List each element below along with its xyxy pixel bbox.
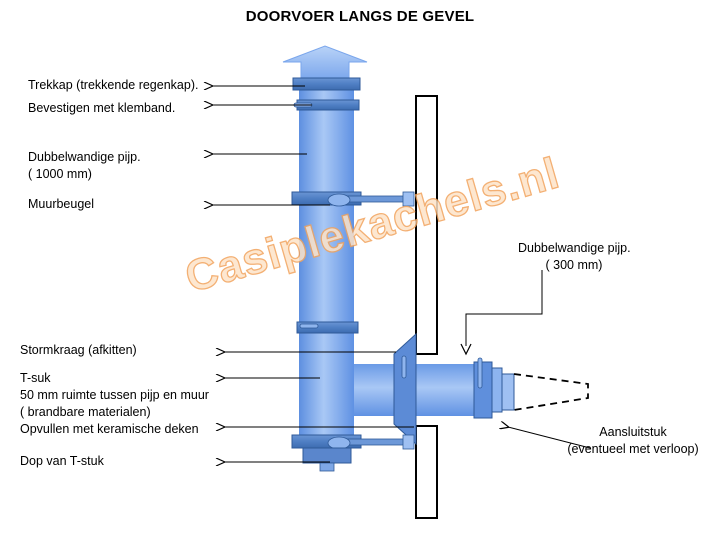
label-tsuk-line1: T-suk [20,371,51,385]
wall-upper [415,95,438,355]
label-aansluitstuk-line1: Aansluitstuk [599,425,667,439]
arrow-aansluitstuk [508,427,591,449]
t-piece-cap [302,447,352,464]
storm-collar [393,332,417,446]
mid-band [296,321,359,334]
label-stormkraag: Stormkraag (afkitten) [20,343,137,357]
muurbeugel-rod-lower [344,438,408,446]
wall-pass-pipe [410,364,474,416]
adapter-collar [501,373,515,411]
diagram-title: DOORVOER LANGS DE GEVEL [245,8,475,25]
label-dubbelwandig-1000-line2: ( 1000 mm) [28,167,92,181]
mid-band-clip [299,323,319,329]
trekkap-band [292,77,361,91]
label-opvullen: Opvullen met keramische deken [20,422,199,436]
label-tsuk-line3: ( brandbare materialen) [20,405,151,419]
reducer-dashed [513,373,589,411]
muurbeugel-plate-upper [402,191,415,207]
label-trekkap: Trekkap (trekkende regenkap). [28,78,199,92]
label-tsuk-line2: 50 mm ruimte tussen pijp en muur [20,388,209,402]
muurbeugel-bolt-upper [327,193,351,207]
label-dubbelwandig-300-line2: ( 300 mm) [545,258,603,272]
label-tsuk: T-suk 50 mm ruimte tussen pijp en muur (… [20,370,209,421]
label-dubbelwandig-1000-line1: Dubbelwandige pijp. [28,150,141,164]
arrow-dubbelwandig-300 [465,270,543,346]
pipe-300mm-clip [477,357,483,389]
storm-collar-clip [401,355,407,379]
label-dubbelwandig-1000: Dubbelwandige pijp. ( 1000 mm) [28,149,141,183]
label-aansluitstuk-line2: (eventueel met verloop) [567,442,699,456]
pipe-300mm [473,361,493,419]
label-dubbelwandig-300: Dubbelwandige pijp. ( 300 mm) [518,240,631,274]
label-aansluitstuk: Aansluitstuk (eventueel met verloop) [560,424,706,458]
label-dubbelwandig-300-line1: Dubbelwandige pijp. [518,241,631,255]
label-muurbeugel: Muurbeugel [28,197,95,211]
wall-lower [415,425,438,519]
muurbeugel-bolt-lower [327,436,351,450]
arrow-dubbelwandig-300-head [460,343,472,356]
top-arrow-icon [282,45,368,81]
muurbeugel-plate-lower [402,434,415,450]
pipe-300mm-end [491,367,503,413]
label-bevestigen: Bevestigen met klemband. [28,101,176,115]
label-dop: Dop van T-stuk [20,454,104,468]
vertical-pipe [299,80,354,442]
t-piece-cap-knob [319,462,335,472]
